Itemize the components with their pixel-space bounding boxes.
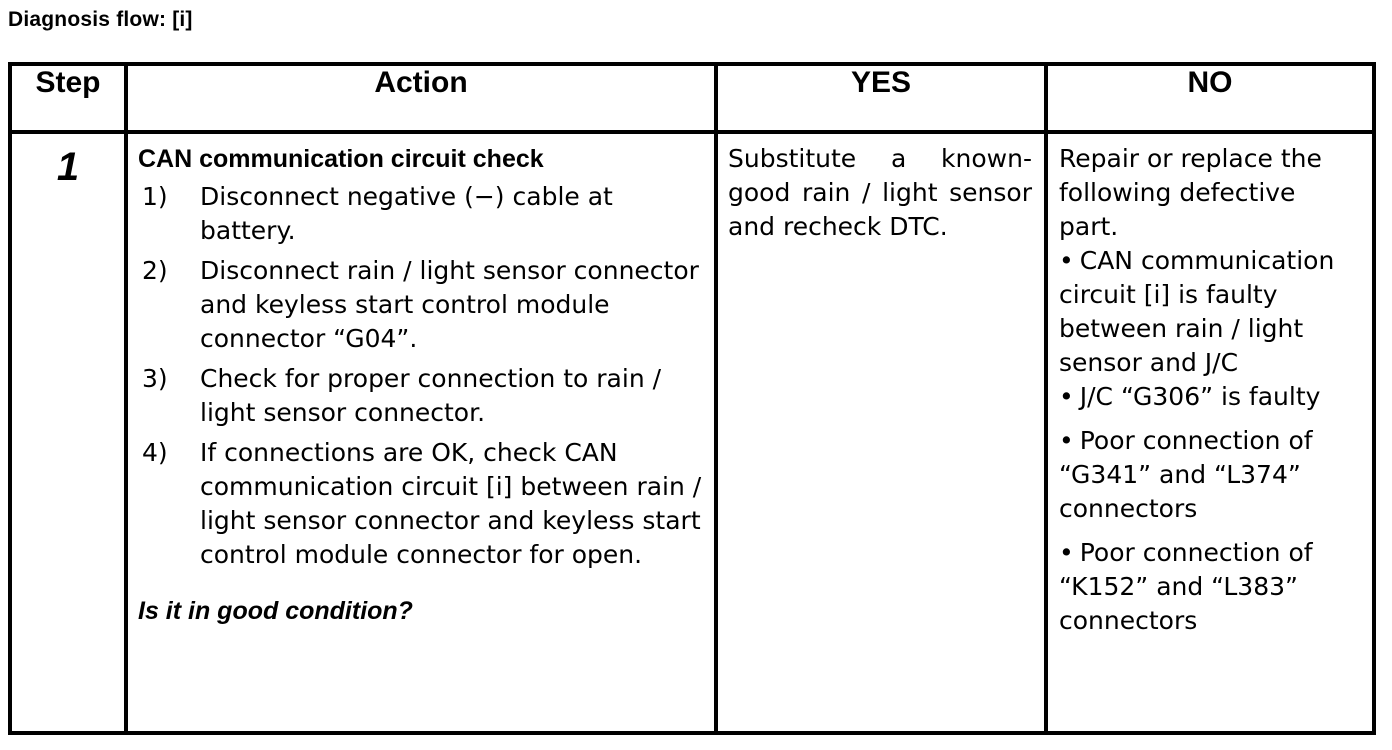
- list-item-marker: 2): [142, 256, 168, 285]
- list-item: •J/C “G306” is faulty: [1059, 380, 1362, 414]
- list-item: 2) Disconnect rain / light sensor connec…: [138, 254, 704, 356]
- yes-result-text: Substitute a known-good rain / light sen…: [728, 144, 1032, 241]
- cell-action: CAN communication circuit check 1) Disco…: [124, 130, 718, 735]
- column-header-action: Action: [124, 62, 718, 134]
- list-item-text: Disconnect negative (−) cable at battery…: [200, 182, 613, 245]
- step-number: 1: [56, 145, 80, 189]
- list-item-marker: 3): [142, 364, 168, 393]
- list-item-text: Check for proper connection to rain / li…: [200, 364, 662, 427]
- table-header: Step Action YES NO: [8, 62, 1376, 134]
- column-header-step: Step: [8, 62, 128, 134]
- list-item-text: If connections are OK, check CAN communi…: [200, 438, 702, 569]
- bullet-icon: •: [1059, 246, 1074, 275]
- list-item-text: J/C “G306” is faulty: [1079, 382, 1321, 411]
- table-row: 1 CAN communication circuit check 1) Dis…: [8, 130, 1376, 735]
- action-step-list: 1) Disconnect negative (−) cable at batt…: [138, 180, 704, 572]
- cell-yes: Substitute a known-good rain / light sen…: [714, 130, 1048, 735]
- no-result-lead: Repair or replace the following defectiv…: [1059, 144, 1322, 241]
- list-item-marker: 1): [142, 182, 168, 211]
- table-body: 1 CAN communication circuit check 1) Dis…: [8, 130, 1376, 735]
- table-header-row: Step Action YES NO: [8, 62, 1376, 134]
- list-item: 4) If connections are OK, check CAN comm…: [138, 436, 704, 572]
- action-question: Is it in good condition?: [138, 597, 413, 625]
- action-heading: CAN communication circuit check: [138, 145, 544, 173]
- list-item: •CAN communication circuit [i] is faulty…: [1059, 244, 1362, 380]
- bullet-icon: •: [1059, 538, 1074, 567]
- cell-no: Repair or replace the following defectiv…: [1044, 130, 1376, 735]
- list-item-text: Disconnect rain / light sensor connector…: [200, 256, 699, 353]
- column-header-no: NO: [1044, 62, 1376, 134]
- bullet-icon: •: [1059, 382, 1074, 411]
- list-item-text: Poor connection of “G341” and “L374” con…: [1059, 426, 1313, 523]
- column-header-yes: YES: [714, 62, 1048, 134]
- page-title: Diagnosis flow: [i]: [8, 8, 193, 31]
- list-item-text: CAN communication circuit [i] is faulty …: [1059, 246, 1335, 377]
- no-result-list: •CAN communication circuit [i] is faulty…: [1059, 244, 1362, 638]
- diagnosis-flow-table: Step Action YES NO 1 CAN communication c…: [8, 62, 1376, 735]
- cell-step: 1: [8, 130, 128, 735]
- list-item-marker: 4): [142, 438, 168, 467]
- list-item-text: Poor connection of “K152” and “L383” con…: [1059, 538, 1313, 635]
- bullet-icon: •: [1059, 426, 1074, 455]
- list-item: 1) Disconnect negative (−) cable at batt…: [138, 180, 704, 248]
- list-item: •Poor connection of “K152” and “L383” co…: [1059, 536, 1362, 638]
- list-item: 3) Check for proper connection to rain /…: [138, 362, 704, 430]
- list-item: •Poor connection of “G341” and “L374” co…: [1059, 424, 1362, 526]
